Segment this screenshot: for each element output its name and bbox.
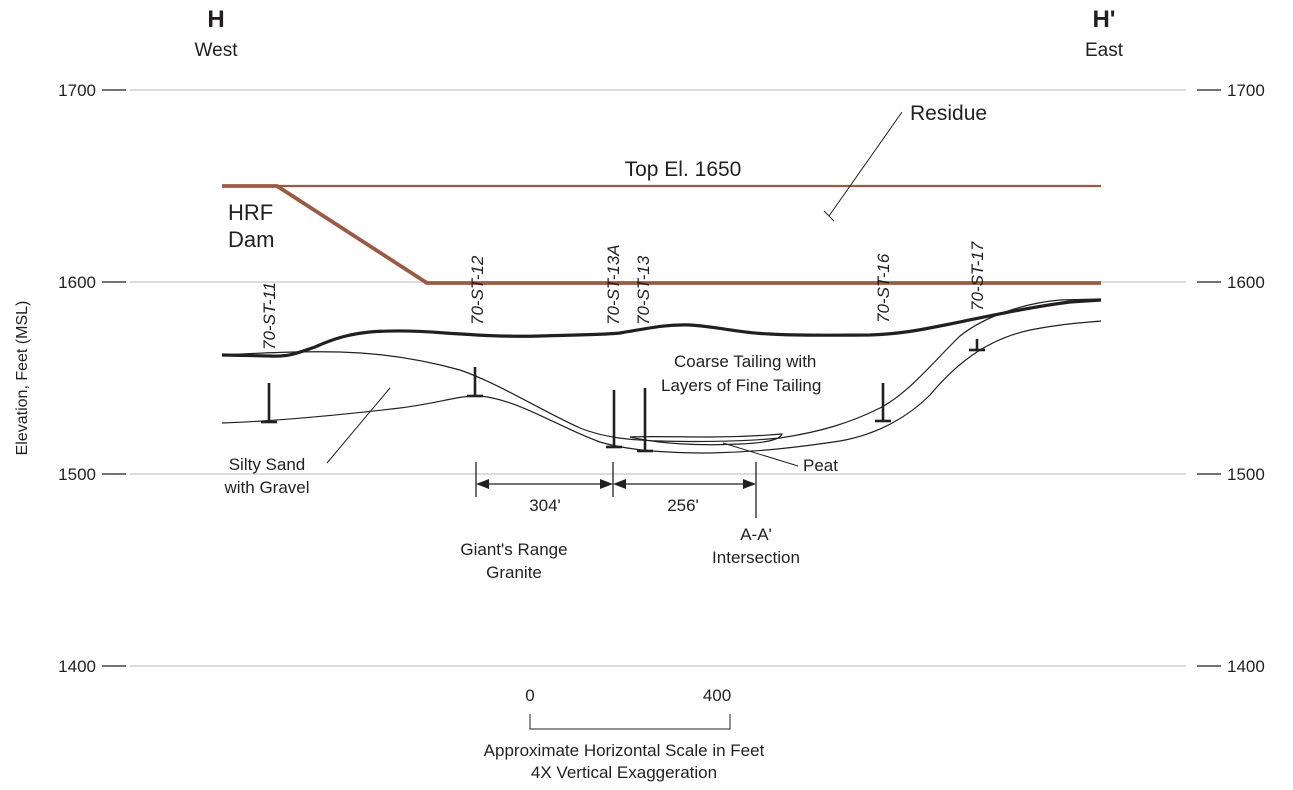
boring-label-70-ST-16: 70-ST-16 xyxy=(874,253,893,323)
section-end-letter: H' xyxy=(1092,6,1115,33)
hrf-dam-label-line1: HRF xyxy=(228,200,273,225)
silty-sand-leader xyxy=(326,387,391,464)
peat-lens xyxy=(629,433,783,446)
scale-end-label: 400 xyxy=(703,686,731,705)
tick-label-right-1500: 1500 xyxy=(1227,465,1265,484)
bedrock-surface-line xyxy=(221,320,1102,454)
hrf-dam-line xyxy=(222,184,1101,285)
section-end-direction: East xyxy=(1085,40,1124,61)
tailing-surface-line xyxy=(221,298,1102,358)
hrf-dam-label-line2: Dam xyxy=(228,227,274,252)
tick-label-left-1600: 1600 xyxy=(58,273,96,292)
residue-label: Residue xyxy=(910,102,987,125)
section-start-direction: West xyxy=(195,40,239,61)
section-start-letter: H xyxy=(207,6,224,33)
residue-leader-tick xyxy=(823,210,835,222)
scale-bar xyxy=(529,714,731,730)
tick-label-left-1500: 1500 xyxy=(58,465,96,484)
boring-label-70-ST-17: 70-ST-17 xyxy=(968,241,987,311)
intersection-label-line1: A-A' xyxy=(740,525,772,544)
tick-label-right-1700: 1700 xyxy=(1227,81,1265,100)
boring-label-70-ST-11: 70-ST-11 xyxy=(260,282,279,350)
y-axis-label: Elevation, Feet (MSL) xyxy=(14,301,31,456)
scale-caption-line1: Approximate Horizontal Scale in Feet xyxy=(484,741,765,760)
silty-sand-label-line1: Silty Sand xyxy=(229,455,306,474)
residue-leader xyxy=(828,111,903,217)
axis-ticks xyxy=(102,89,1221,667)
tick-label-left-1400: 1400 xyxy=(58,657,96,676)
tick-label-right-1600: 1600 xyxy=(1227,273,1265,292)
tailing-base-line xyxy=(221,298,1102,443)
dimension-label-256: 256' xyxy=(667,496,699,515)
coarse-tailing-label-line1: Coarse Tailing with xyxy=(674,352,816,371)
scale-caption-line2: 4X Vertical Exaggeration xyxy=(531,763,717,782)
granite-label-line1: Giant's Range xyxy=(460,540,567,559)
coarse-tailing-label-line2: Layers of Fine Tailing xyxy=(661,376,821,395)
silty-sand-label-line2: with Gravel xyxy=(223,478,309,497)
granite-label-line2: Granite xyxy=(486,563,542,582)
boring-sticks xyxy=(261,339,985,453)
peat-leader xyxy=(722,442,799,467)
peat-label: Peat xyxy=(803,456,838,475)
boring-label-70-ST-13: 70-ST-13 xyxy=(634,255,653,325)
intersection-label-line2: Intersection xyxy=(712,548,800,567)
boring-label-70-ST-13A: 70-ST-13A xyxy=(604,244,623,325)
top-elevation-label: Top El. 1650 xyxy=(625,158,742,181)
dimension-lines xyxy=(475,462,757,518)
tick-label-left-1700: 1700 xyxy=(58,81,96,100)
boring-label-70-ST-12: 70-ST-12 xyxy=(468,255,487,325)
tick-label-right-1400: 1400 xyxy=(1227,657,1265,676)
dimension-label-304: 304' xyxy=(529,496,561,515)
scale-start-label: 0 xyxy=(525,686,534,705)
